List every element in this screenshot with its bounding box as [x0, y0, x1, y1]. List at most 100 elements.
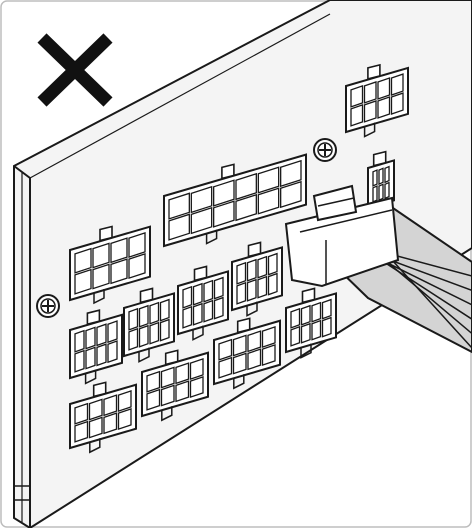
screw-icon — [313, 138, 337, 162]
modular-socket — [69, 381, 137, 454]
connector-pin — [190, 185, 213, 214]
connector-pin — [300, 322, 311, 344]
connector-pin — [88, 416, 103, 439]
connector-pin — [117, 390, 132, 413]
connector-pin — [311, 301, 322, 323]
modular-socket — [177, 265, 229, 341]
modular-socket — [69, 309, 123, 385]
connector-pin — [290, 307, 301, 329]
x-mark-icon — [37, 33, 113, 107]
connector-pin — [203, 299, 214, 323]
connector-pin — [257, 166, 280, 194]
connector-pin — [257, 275, 268, 299]
connector-pin — [189, 376, 204, 399]
connector-pin — [175, 380, 190, 403]
connector-pin — [247, 348, 262, 371]
connector-pin — [146, 370, 161, 393]
connector-pin — [74, 402, 89, 425]
connector-pin — [182, 285, 193, 309]
connector-pin — [159, 298, 170, 322]
connector-pin — [218, 338, 233, 361]
connector-pin — [261, 326, 276, 349]
connector-pin — [88, 398, 103, 421]
cable-wire — [379, 255, 472, 335]
connector-pin — [246, 278, 257, 302]
connector-pin — [390, 92, 404, 115]
connector-pin — [267, 252, 278, 276]
modular-socket — [69, 225, 151, 305]
connector-pin — [107, 320, 118, 344]
connector-pin — [110, 237, 128, 264]
modular-socket-array — [69, 63, 409, 454]
connector-pin — [128, 252, 146, 279]
connector-pin — [372, 185, 378, 203]
connector-pin — [350, 103, 364, 127]
modular-socket — [285, 287, 337, 359]
connector-pin — [192, 282, 203, 306]
connector-pin — [261, 344, 276, 367]
plugged-cable-connector — [284, 184, 472, 354]
connector-pin — [74, 329, 85, 353]
connector-pin — [103, 412, 118, 435]
connector-pin — [159, 318, 170, 342]
connector-pin — [96, 323, 107, 347]
connector-pin — [384, 165, 390, 184]
connector-pin — [377, 96, 391, 119]
connector-pin — [128, 327, 139, 351]
connector-pin — [74, 268, 92, 295]
modular-socket — [231, 241, 283, 317]
connector-pin — [85, 326, 96, 350]
connector-pin — [247, 330, 262, 353]
connector-pin — [149, 321, 160, 345]
connector-pin — [192, 302, 203, 326]
connector-pin — [128, 307, 139, 331]
connector-pin — [203, 279, 214, 303]
connector-pin — [138, 304, 149, 328]
connector-pin — [280, 159, 302, 188]
modular-socket — [141, 349, 209, 422]
connector-pin — [103, 394, 118, 417]
connector-pin — [267, 272, 278, 296]
connector-pin — [74, 349, 85, 373]
connector-pin — [117, 408, 132, 431]
connector-pin — [236, 281, 247, 305]
connector-pin — [236, 261, 247, 285]
connector-pin — [232, 352, 247, 375]
connector-pin — [213, 200, 235, 228]
connector-pin — [321, 298, 332, 320]
connector-pin — [377, 77, 391, 100]
connector-pin — [168, 192, 190, 220]
connector-pin — [350, 84, 364, 108]
connector-pin — [384, 181, 390, 200]
screw-icon — [36, 294, 60, 318]
connector-pin — [146, 388, 161, 411]
cable-wire — [391, 259, 472, 349]
connector-pin — [96, 343, 107, 367]
connector-pin — [390, 73, 404, 96]
connector-pin — [311, 319, 322, 341]
connector-pin — [213, 296, 224, 320]
connector-pin — [232, 334, 247, 357]
connector-pin — [280, 180, 302, 209]
modular-socket — [345, 63, 409, 138]
connector-pin — [175, 362, 190, 385]
connector-pin — [290, 325, 301, 347]
connector-pin — [74, 247, 92, 274]
connector-pin — [235, 172, 257, 201]
connector-pin — [110, 258, 128, 285]
connector-pin — [74, 420, 89, 443]
connector-pin — [363, 100, 377, 123]
connector-pin — [363, 81, 377, 104]
modular-socket — [213, 317, 281, 390]
connector-pin — [257, 187, 280, 215]
connector-pin — [218, 356, 233, 379]
connector-pin — [378, 183, 384, 202]
connector-pin — [92, 242, 110, 269]
connector-pin — [257, 255, 268, 279]
modular-socket — [163, 153, 307, 248]
connector-pin — [128, 231, 146, 258]
connector-pin — [213, 276, 224, 300]
connector-pin — [92, 263, 110, 290]
modular-socket — [367, 150, 395, 217]
connector-pin — [168, 213, 190, 241]
